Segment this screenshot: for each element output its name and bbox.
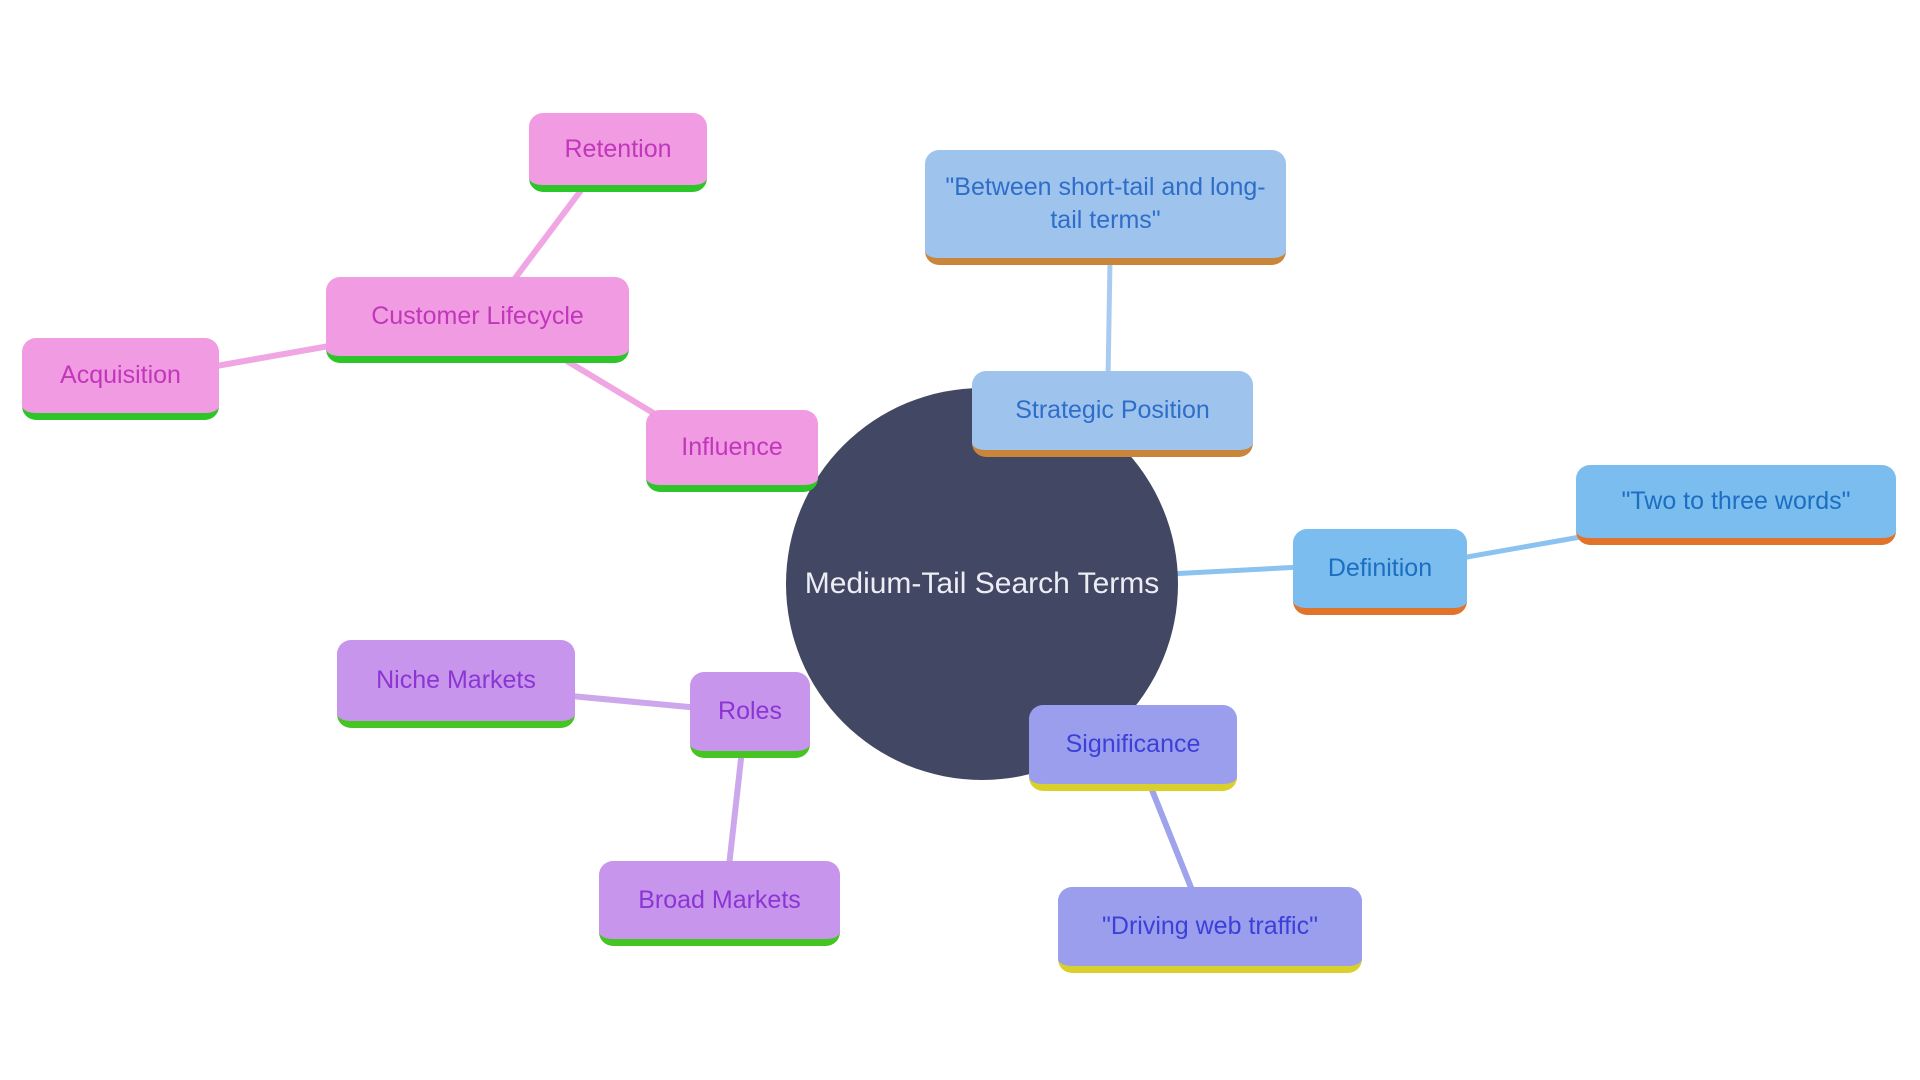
link-customer-lifecycle-influence — [549, 349, 668, 423]
node-label: "Two to three words" — [1621, 487, 1851, 515]
node-significance[interactable]: Significance — [1029, 705, 1237, 791]
link-significance-driving-web-traffic — [1145, 777, 1199, 903]
node-label: Customer Lifecycle — [371, 302, 584, 330]
node-customer-lifecycle[interactable]: Customer Lifecycle — [326, 277, 629, 363]
node-definition[interactable]: Definition — [1293, 529, 1467, 615]
link-between-strategic-position — [1105, 257, 1113, 383]
node-acquisition[interactable]: Acquisition — [22, 338, 219, 420]
node-label: Influence — [681, 433, 783, 461]
node-influence[interactable]: Influence — [646, 410, 818, 492]
node-label: Definition — [1327, 554, 1433, 582]
node-label: "Driving web traffic" — [1102, 912, 1318, 940]
node-niche-markets[interactable]: Niche Markets — [337, 640, 575, 728]
node-label: Roles — [718, 697, 782, 725]
node-roles[interactable]: Roles — [690, 672, 810, 758]
node-retention[interactable]: Retention — [529, 113, 707, 192]
node-label: "Between short-tail and long-tail terms" — [945, 173, 1266, 234]
node-broad-markets[interactable]: Broad Markets — [599, 861, 840, 946]
link-roles-niche-markets — [557, 692, 703, 711]
node-driving-web-traffic[interactable]: "Driving web traffic" — [1058, 887, 1362, 973]
node-label: Strategic Position — [1015, 396, 1210, 424]
node-label: Significance — [1065, 730, 1201, 758]
central-topic-label: Medium-Tail Search Terms — [804, 567, 1160, 600]
node-label: Acquisition — [60, 361, 181, 389]
node-label: Broad Markets — [638, 885, 801, 914]
node-label: Retention — [564, 134, 672, 163]
node-between-short-and-long-tail[interactable]: "Between short-tail and long-tail terms" — [925, 150, 1286, 265]
link-retention-customer-lifecycle — [507, 182, 588, 288]
node-label: Niche Markets — [376, 666, 536, 694]
node-two-to-three-words[interactable]: "Two to three words" — [1576, 465, 1896, 545]
link-roles-broad-markets — [725, 747, 745, 878]
node-strategic-position[interactable]: Strategic Position — [972, 371, 1253, 457]
link-customer-lifecycle-acquisition — [202, 342, 338, 371]
